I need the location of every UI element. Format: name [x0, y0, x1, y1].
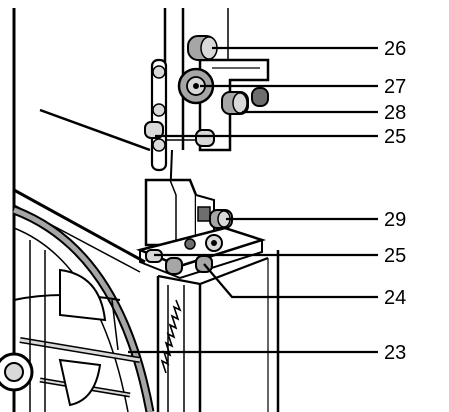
- callout-27: 27: [384, 76, 406, 98]
- callout-labels: 26 27 28 25 29 25 24 23: [384, 38, 406, 364]
- leader-lines: [128, 46, 378, 354]
- callout-24: 24: [384, 287, 406, 309]
- lower-guide-assembly: [135, 178, 269, 412]
- leader-24: [203, 263, 378, 299]
- callout-28: 28: [384, 102, 406, 124]
- callout-25-lower: 25: [384, 245, 406, 267]
- callout-25-upper: 25: [384, 126, 406, 148]
- callout-29: 29: [384, 209, 406, 231]
- upper-guide-assembly: [144, 35, 270, 172]
- callout-26: 26: [384, 38, 406, 60]
- saw-wheel: [0, 205, 155, 412]
- callout-23: 23: [384, 342, 406, 364]
